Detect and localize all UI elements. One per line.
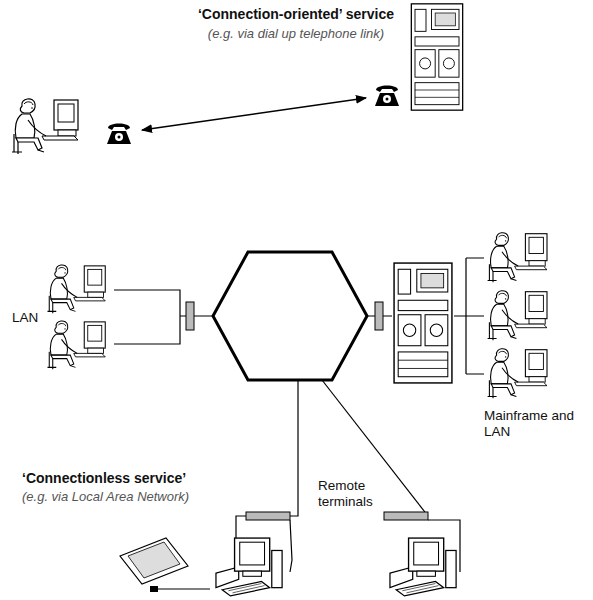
section-heading: ‘Connectionless service’: [22, 470, 242, 487]
section-note: (e.g. via Local Area Network): [22, 489, 242, 505]
dial-up-link: [142, 98, 366, 130]
user-terminal: [488, 291, 547, 341]
network-interface: [375, 302, 383, 330]
group-label: Mainframe and LAN: [484, 408, 588, 440]
remote-pc: [216, 538, 282, 596]
remote-pc: [390, 538, 456, 596]
lan-bracket: [454, 258, 484, 374]
network-hexagon: [213, 252, 367, 380]
user-terminal: [488, 233, 547, 283]
user-terminal: [488, 349, 547, 399]
link-line: [290, 380, 298, 516]
network-interface: [246, 512, 290, 520]
user-terminal: [12, 99, 78, 154]
user-terminal: [48, 321, 106, 369]
section-heading: ‘Connection-oriented’ service: [146, 6, 446, 23]
telephone-icon: [107, 124, 131, 145]
telephone-icon: [375, 86, 399, 107]
section-note: (e.g. via dial up telephone link): [146, 26, 446, 42]
mainframe-icon: [394, 263, 452, 383]
group-label: LAN: [12, 310, 46, 326]
user-terminal: [48, 265, 106, 313]
network-interface: [186, 302, 194, 330]
network-interface: [384, 512, 428, 520]
group-label: Remote terminals: [318, 478, 392, 510]
lan-bracket: [114, 290, 213, 344]
digitizer-tablet: [120, 538, 210, 592]
mainframe-icon: [411, 4, 462, 110]
